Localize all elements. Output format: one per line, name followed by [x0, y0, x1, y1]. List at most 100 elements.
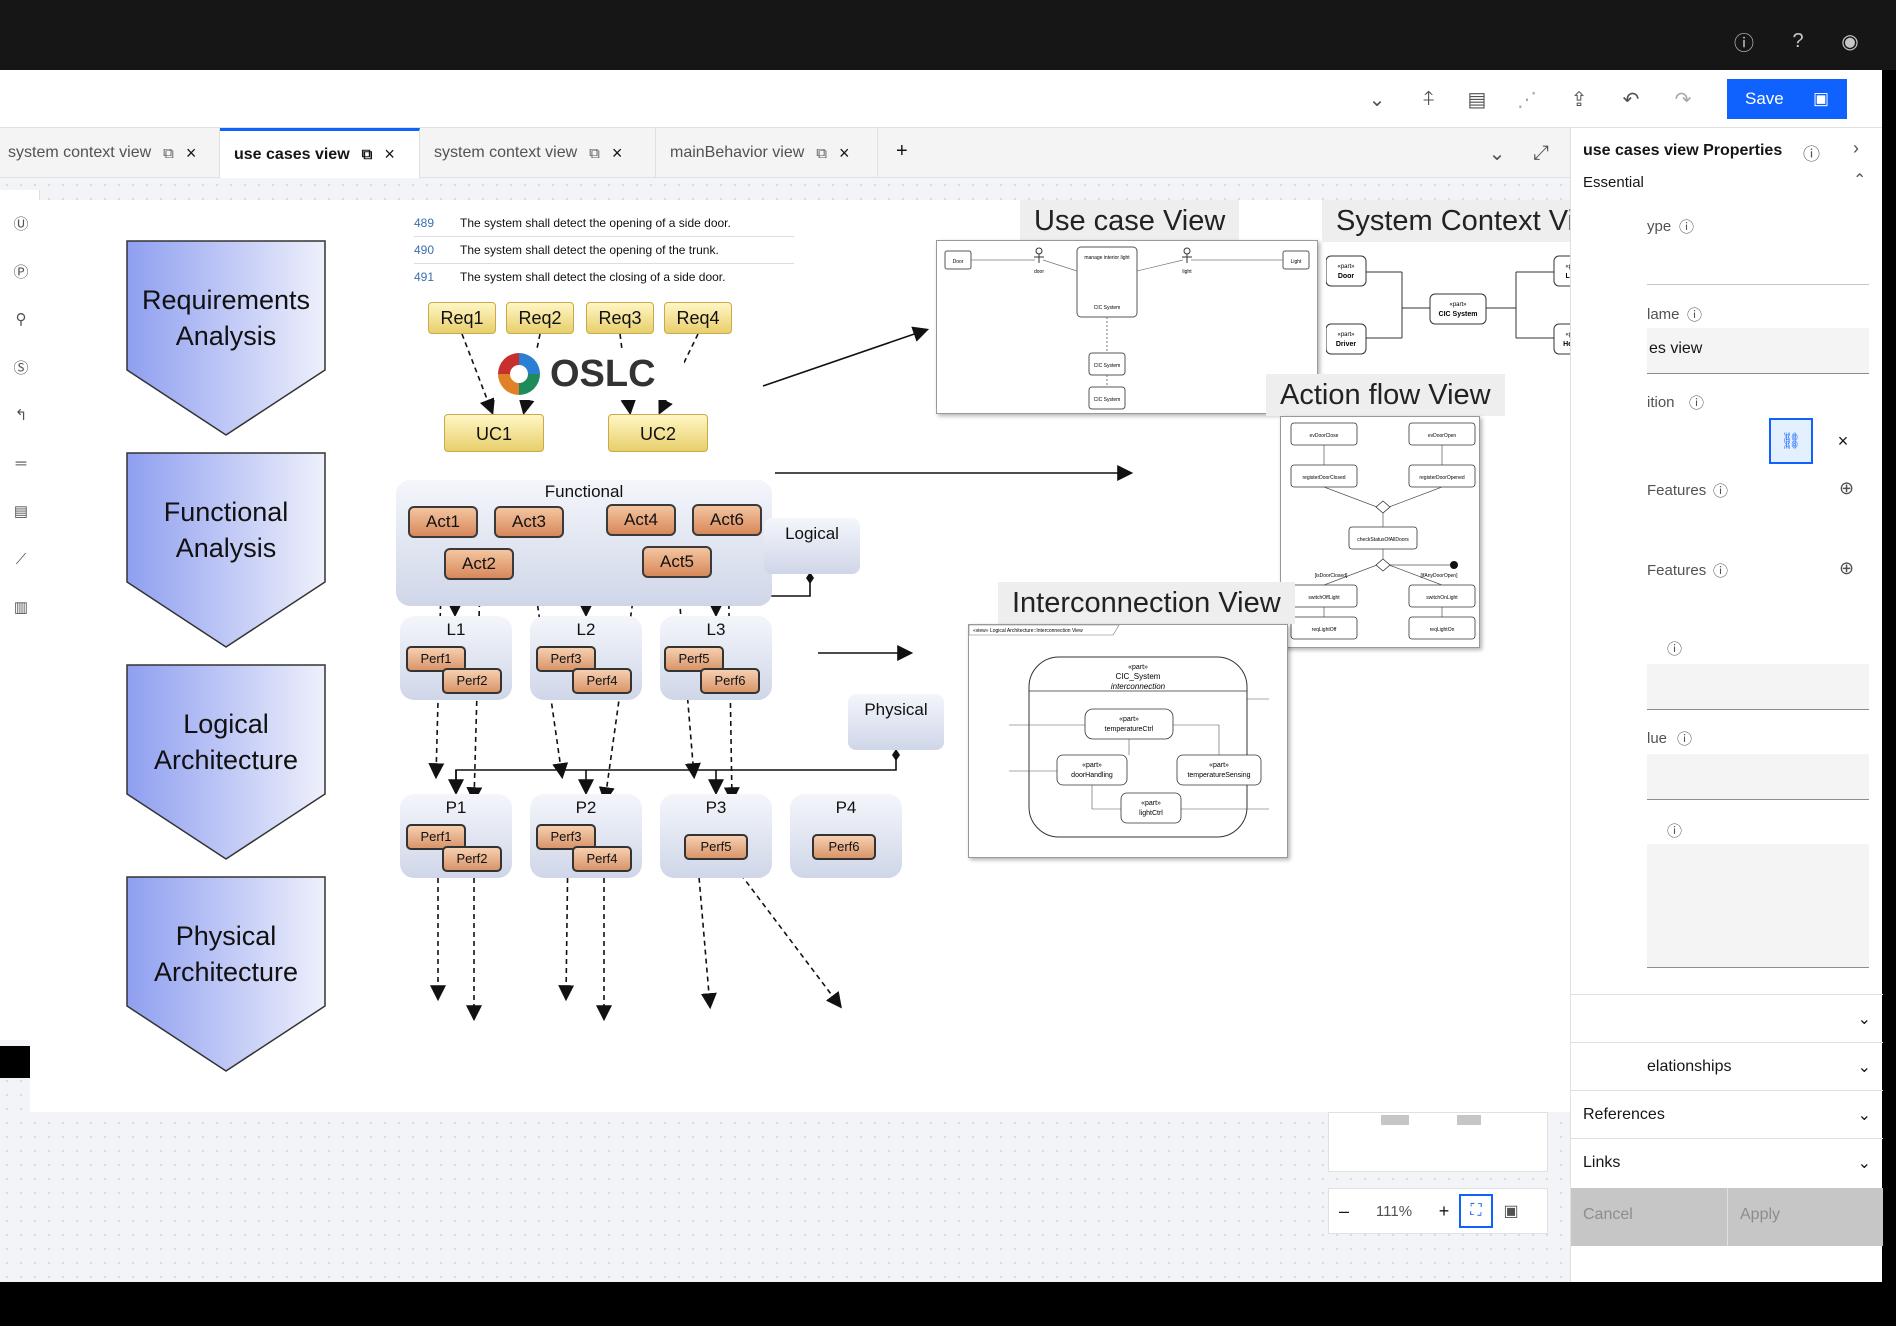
req-id: 490	[414, 243, 435, 257]
minimap-thumb	[1457, 1115, 1481, 1125]
tab-system-context-view-2[interactable]: system context view ⧉ ×	[420, 128, 656, 178]
node-text: reqLightOn	[1430, 627, 1455, 633]
tree-select-icon[interactable]: ⛓	[1769, 418, 1813, 464]
maximize-icon[interactable]: ⤢	[1533, 141, 1549, 164]
fit-to-screen-icon[interactable]: ⛶	[1459, 1194, 1493, 1228]
value-field[interactable]	[1647, 754, 1869, 800]
cic-system-label: CIC_System	[1116, 672, 1161, 681]
view-header-text: «view» Logical Architecture::Interconnec…	[973, 628, 1083, 634]
relationships-label: elationships	[1647, 1057, 1732, 1075]
document-icon[interactable]: ▤	[1467, 88, 1487, 111]
phase-label: Physical	[175, 921, 277, 951]
functional-label: Functional	[544, 482, 624, 501]
file-alt-icon[interactable]: ▥	[13, 599, 29, 616]
connector-icon[interactable]: ⟋	[15, 550, 27, 568]
req2-box: Req2	[506, 302, 574, 334]
tab-system-context-view-1[interactable]: system context view ⧉ ×	[0, 128, 220, 178]
add-icon[interactable]: ⊕	[1839, 558, 1855, 578]
info-icon[interactable]: ⓘ	[1689, 395, 1705, 412]
stereotype-text: «part»	[1141, 800, 1161, 807]
share-icon[interactable]: ⋰	[1517, 88, 1537, 111]
info-icon[interactable]: ⓘ	[1667, 823, 1683, 840]
req3-box: Req3	[586, 302, 654, 334]
info-icon[interactable]: ⓘ	[1679, 219, 1695, 236]
l1-perf2: Perf2	[442, 668, 502, 694]
uc2-box: UC2	[608, 414, 708, 452]
part-label: temperatureCtrl	[1105, 726, 1154, 733]
properties-panel: use cases view Properties ⓘ › Essential …	[1570, 128, 1883, 1282]
chevron-up-icon[interactable]: ⌃	[1853, 172, 1867, 189]
use-case-view-thumbnail: Door Light door light manage interior li…	[936, 240, 1318, 414]
chevron-down-icon[interactable]: ⌄	[1488, 142, 1506, 165]
chevron-right-icon[interactable]: ›	[1853, 138, 1859, 158]
info-icon[interactable]: ⓘ	[1803, 145, 1820, 164]
file-icon[interactable]: ▤	[13, 503, 29, 520]
zoom-in-button[interactable]: +	[1438, 1200, 1450, 1221]
info-circle-icon[interactable]: ⓘ	[1734, 32, 1754, 55]
open-external-icon[interactable]: ⧉	[361, 146, 373, 163]
section-essential[interactable]: Essential	[1583, 174, 1644, 191]
person-icon[interactable]: ⍏	[1423, 87, 1435, 110]
compartment-label: interconnection	[1111, 682, 1166, 691]
open-external-icon[interactable]: ⧉	[163, 144, 174, 162]
rail-marker	[0, 1046, 32, 1078]
p1-perf1: Perf1	[406, 824, 466, 850]
undo-icon[interactable]: ↶	[1622, 88, 1640, 111]
uc-icon[interactable]: Ⓤ	[13, 215, 29, 233]
arrow-up-icon[interactable]: ↰	[14, 407, 28, 424]
tab-label: mainBehavior view	[670, 144, 805, 161]
chevron-down-icon[interactable]: ⌄	[1368, 88, 1386, 111]
upload-icon[interactable]: ⇪	[1570, 88, 1588, 111]
close-icon[interactable]: ×	[611, 142, 623, 163]
door-actor-text: door	[1034, 269, 1044, 275]
definition-label: ition	[1647, 394, 1675, 411]
user-avatar-icon[interactable]: ◉	[1841, 30, 1859, 53]
text-field[interactable]	[1647, 664, 1869, 710]
open-external-icon[interactable]: ⧉	[816, 144, 827, 162]
clear-icon[interactable]: ×	[1837, 430, 1849, 451]
actor-icon[interactable]: ⚲	[15, 311, 27, 328]
name-field[interactable]: es view	[1647, 328, 1869, 374]
info-icon[interactable]: ⓘ	[1677, 731, 1693, 748]
system-context-thumbnail: «part» Door «part» Driver «part» CIC Sys…	[1325, 244, 1608, 374]
info-icon[interactable]: ⓘ	[1713, 563, 1729, 580]
stereotype-text: «part»	[1337, 264, 1355, 270]
tab-use-cases-view[interactable]: use cases view ⧉ ×	[220, 128, 420, 178]
description-textarea[interactable]	[1647, 844, 1869, 968]
accordion-collapsed[interactable]: ⌄	[1571, 994, 1883, 1042]
add-tab-button[interactable]: +	[896, 140, 908, 162]
redo-icon[interactable]: ↷	[1674, 88, 1692, 111]
tab-mainbehavior-view[interactable]: mainBehavior view ⧉ ×	[656, 128, 878, 178]
info-icon[interactable]: ⓘ	[1713, 483, 1729, 500]
save-icon: ▣	[1812, 89, 1829, 108]
zoom-out-button[interactable]: –	[1338, 1200, 1349, 1221]
apply-button[interactable]: Apply	[1727, 1188, 1883, 1246]
accordion-links[interactable]: Links⌄	[1571, 1138, 1883, 1186]
cancel-button[interactable]: Cancel	[1571, 1188, 1727, 1246]
pa-icon[interactable]: Ⓟ	[13, 263, 29, 281]
save-label: Save	[1745, 89, 1784, 108]
open-external-icon[interactable]: ⧉	[589, 144, 600, 162]
add-icon[interactable]: ⊕	[1839, 478, 1855, 498]
p2-perf4: Perf4	[572, 846, 632, 872]
close-icon[interactable]: ×	[839, 142, 850, 163]
close-icon[interactable]: ×	[185, 142, 197, 163]
close-icon[interactable]: ×	[384, 144, 395, 164]
req-text: The system shall detect the closing of a…	[460, 270, 726, 284]
req-text: The system shall detect the opening of a…	[460, 216, 731, 230]
save-button[interactable]: Save ▣	[1727, 79, 1847, 119]
equals-icon[interactable]: ═	[15, 454, 27, 472]
use-case-diagram: Door Light door light manage interior li…	[944, 246, 1310, 410]
accordion-relationships[interactable]: elationships⌄	[1571, 1042, 1883, 1090]
info-icon[interactable]: ⓘ	[1687, 307, 1703, 324]
sc-icon[interactable]: Ⓢ	[13, 359, 29, 377]
phase-label: Architecture	[153, 957, 299, 987]
info-icon[interactable]: ⓘ	[1667, 641, 1683, 658]
export-image-icon[interactable]: ▣	[1503, 1203, 1519, 1220]
accordion-references[interactable]: References⌄	[1571, 1090, 1883, 1138]
help-icon[interactable]: ?	[1792, 29, 1804, 52]
